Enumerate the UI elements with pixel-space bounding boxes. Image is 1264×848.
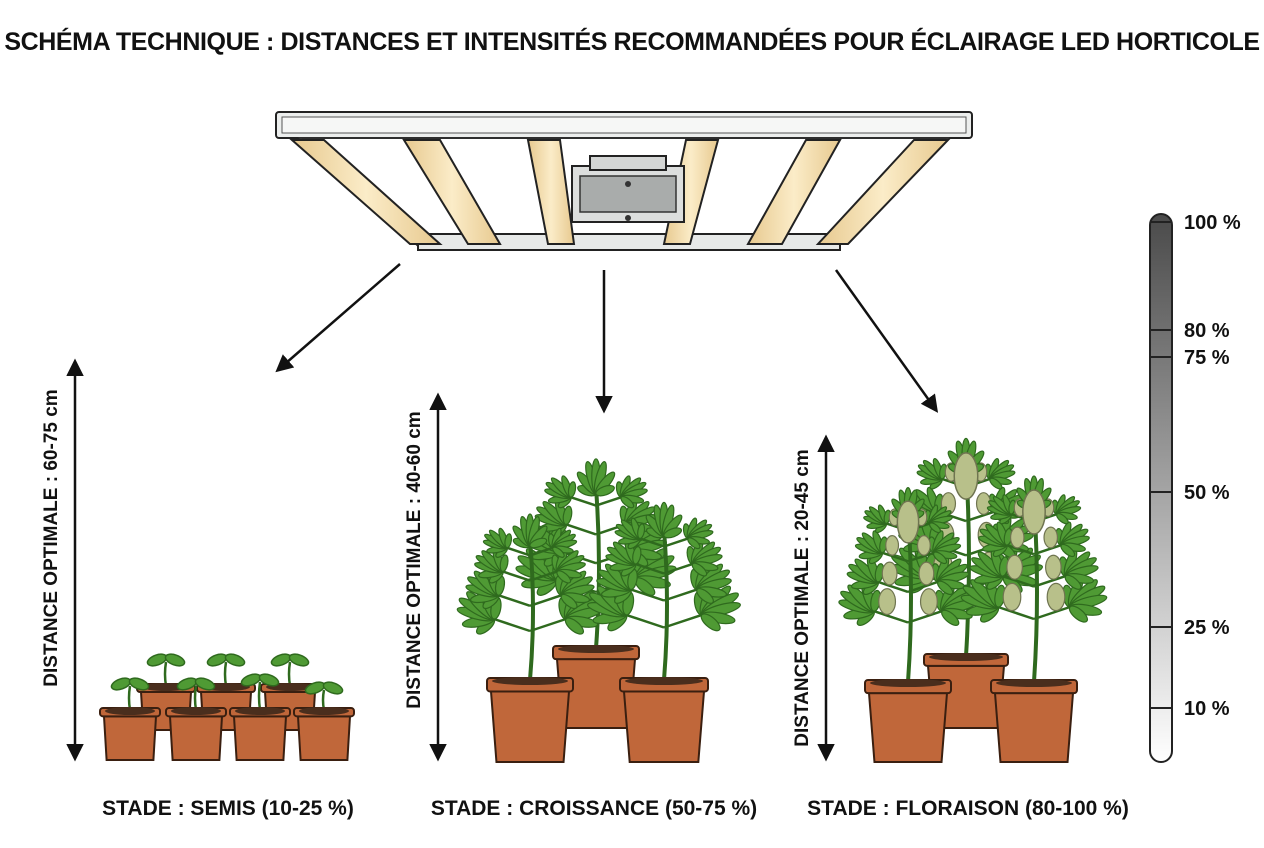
scale-tick-label: 100 % [1184,212,1241,234]
scale-tick-label: 80 % [1184,320,1230,342]
light-direction-arrows [275,263,939,414]
pot-icon [486,677,574,763]
cannabis-leaf [605,539,642,577]
scale-tick-label: 50 % [1184,482,1230,504]
stage-label-growth: STADE : CROISSANCE (50-75 %) [431,797,757,820]
scale-tick-label: 10 % [1184,698,1230,720]
vegetative-plant-icon [456,458,741,763]
distance-label-growth: DISTANCE OPTIMALE : 40-60 cm [404,411,425,708]
cannabis-leaf [1058,548,1099,590]
cannabis-leaf [916,457,948,490]
flower-bud [881,561,898,586]
cannabis-leaf [615,475,648,509]
cannabis-leaf [551,547,586,584]
led-grow-light-icon [275,111,973,251]
plant-stem-group [456,513,604,681]
cannabis-leaf [960,576,1006,623]
diagram-title: SCHÉMA TECHNIQUE : DISTANCES ET INTENSIT… [4,28,1260,56]
flower-bud [919,588,938,616]
plant-stem-group [960,475,1108,683]
arrow-to-seedling [275,263,401,373]
distance-label-flowering: DISTANCE OPTIMALE : 20-45 cm [792,449,813,746]
plant-stem-group [889,437,1043,657]
seedling-sprout [146,653,186,687]
cannabis-leaf [978,521,1013,558]
cannabis-leaf [1051,494,1082,525]
flower-bud [1045,554,1062,580]
cannabis-leaf [614,517,646,550]
cannabis-leaf [1062,576,1108,623]
cannabis-leaf [984,457,1016,490]
pot-icon [990,679,1078,763]
flower-bud [896,500,920,544]
cannabis-leaf [925,504,953,534]
cannabis-leaf [596,560,638,604]
flower-bud [1002,582,1022,612]
pot-icon [229,707,291,761]
pot-icon [864,679,952,763]
seedling-sprout [206,653,246,687]
cannabis-leaf [690,560,732,604]
flower-bud [953,452,979,500]
plant-stem-group [587,501,741,681]
cannabis-leaf [863,504,891,534]
distance-label-seedling: DISTANCE OPTIMALE : 60-75 cm [41,389,62,686]
flower-bud [975,492,992,515]
cannabis-leaf [986,494,1017,525]
flower-bud [1006,554,1023,580]
intensity-scale: 100 % 80 % 75 % 50 % 25 % 10 % [1149,212,1241,763]
cannabis-leaf [547,527,578,558]
pot-icon [99,707,161,761]
arrow-to-flowering [834,269,939,413]
seedling-icon [99,653,355,761]
cannabis-leaf [645,501,683,539]
cannabis-leaf [928,530,962,565]
stage-label-flowering: STADE : FLORAISON (80-100 %) [807,797,1129,820]
cannabis-leaf [682,517,714,550]
cannabis-leaf [1055,521,1090,558]
cannabis-leaf [846,556,885,596]
flower-bud [1022,489,1046,535]
pot-icon [165,707,227,761]
cannabis-leaf [854,530,888,565]
cannabis-leaf [482,527,513,558]
stage-label-seedling: STADE : SEMIS (10-25 %) [102,797,354,820]
flower-bud [1046,582,1066,612]
seedling-sprout [304,681,344,711]
flowering-plant-icon [838,437,1108,763]
intensity-gradient-bar [1149,213,1173,763]
cannabis-leaf [465,568,506,610]
pot-icon [619,677,709,763]
pot-icon [293,707,355,761]
distance-arrows [66,358,835,762]
cannabis-leaf [456,588,502,635]
flower-bud [878,588,897,616]
flower-bud [916,534,931,556]
cannabis-leaf [474,547,509,584]
cannabis-leaf [969,548,1010,590]
scale-tick-label: 75 % [1184,347,1230,369]
scale-tick-label: 25 % [1184,617,1230,639]
flower-bud [885,534,900,556]
cannabis-leaf [544,475,577,509]
flower-bud [1043,526,1059,549]
cannabis-leaf [576,458,616,497]
cannabis-leaf [512,513,548,549]
flower-bud [918,561,935,586]
flower-bud [1009,526,1025,549]
